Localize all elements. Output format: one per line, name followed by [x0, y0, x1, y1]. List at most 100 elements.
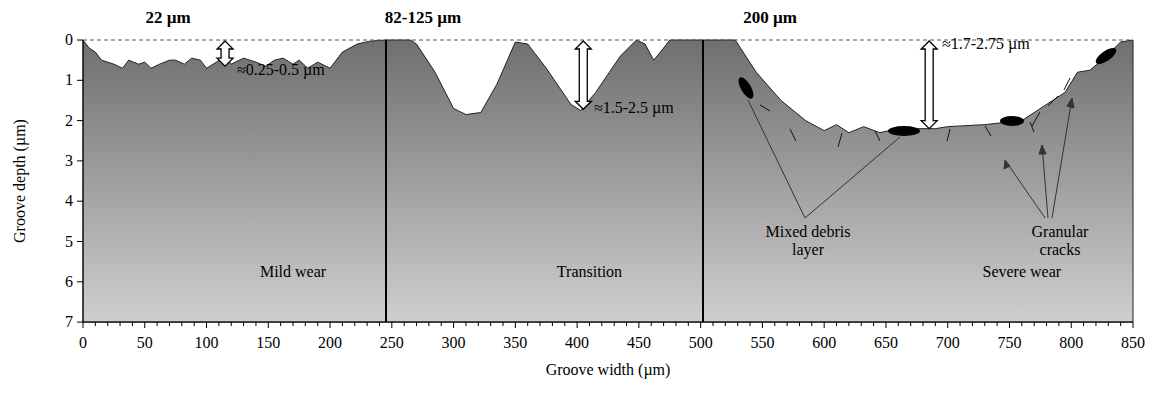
axis-tick	[77, 160, 83, 161]
size-title: 22 µm	[145, 9, 190, 28]
axis-tick	[1046, 322, 1047, 326]
axis-tick	[552, 322, 553, 326]
axis-tick	[898, 322, 899, 326]
axis-tick	[478, 322, 479, 326]
axis-tick	[280, 322, 281, 326]
tick-label: 750	[997, 334, 1021, 352]
axis-tick	[750, 322, 751, 326]
tick-label: 250	[380, 334, 404, 352]
axis-tick	[885, 322, 886, 328]
axis-tick	[824, 322, 825, 328]
tick-label: 550	[750, 334, 774, 352]
axis-tick	[330, 322, 331, 328]
axis-tick	[77, 322, 83, 323]
axis-tick	[923, 322, 924, 326]
tick-label: 650	[874, 334, 898, 352]
axis-tick	[848, 322, 849, 326]
tick-label: 800	[1059, 334, 1083, 352]
axis-tick	[564, 322, 565, 326]
tick-label: 1	[65, 72, 73, 90]
axis-tick	[181, 322, 182, 326]
region-divider	[702, 40, 704, 322]
axis-tick	[1120, 322, 1121, 326]
axis-tick	[651, 322, 652, 326]
axis-tick	[972, 322, 973, 326]
size-title: 82-125 µm	[385, 9, 461, 28]
axis-tick	[503, 322, 504, 326]
tick-label: 7	[65, 313, 73, 331]
axis-tick	[688, 322, 689, 326]
axis-tick	[1083, 322, 1084, 326]
depth-arrow	[217, 41, 233, 66]
axis-tick	[465, 322, 466, 326]
axis-title: Groove depth (µm)	[11, 119, 29, 243]
axis-tick	[713, 322, 714, 326]
axis-tick	[1095, 322, 1096, 326]
axis-tick	[997, 322, 998, 326]
tick-label: 200	[318, 334, 342, 352]
axis-tick	[601, 322, 602, 326]
axis-tick	[873, 322, 874, 326]
axis-tick	[218, 322, 219, 326]
axis-tick	[77, 80, 83, 81]
axis-tick	[453, 322, 454, 328]
axis-tick	[255, 322, 256, 326]
axis-tick	[774, 322, 775, 326]
axis-tick	[95, 322, 96, 326]
axes	[77, 40, 1133, 328]
axis-tick	[700, 322, 701, 328]
tick-label: 400	[565, 334, 589, 352]
axis-tick	[404, 322, 405, 326]
axis-tick	[1071, 322, 1072, 328]
axis-tick	[367, 322, 368, 326]
tick-label: 350	[503, 334, 527, 352]
depth-dimension: ≈1.5-2.5 µm	[594, 99, 674, 117]
axis-tick	[120, 322, 121, 326]
axis-tick	[490, 322, 491, 326]
tick-label: 4	[65, 192, 73, 210]
axis-tick	[910, 322, 911, 326]
axis-tick	[293, 322, 294, 326]
axis-tick	[762, 322, 763, 328]
callout-label: Mixed debris layer	[762, 223, 854, 258]
axis-tick	[577, 322, 578, 328]
depth-arrows	[217, 41, 937, 129]
axis-tick	[861, 322, 862, 326]
axis-tick	[663, 322, 664, 326]
axis-tick	[614, 322, 615, 326]
axis-tick	[1034, 322, 1035, 326]
axis-tick	[169, 322, 170, 326]
axis-tick	[144, 322, 145, 328]
axis-tick	[527, 322, 528, 326]
axis-tick	[960, 322, 961, 326]
region-label: Mild wear	[260, 263, 326, 281]
axis-tick	[1021, 322, 1022, 326]
tick-label: 700	[936, 334, 960, 352]
axis-tick	[811, 322, 812, 326]
axis-tick	[725, 322, 726, 326]
axis-tick	[638, 322, 639, 328]
tick-label: 850	[1121, 334, 1145, 352]
axis-tick	[157, 322, 158, 326]
axis-tick	[1133, 322, 1134, 328]
axis-tick	[305, 322, 306, 326]
tick-label: 450	[627, 334, 651, 352]
axis-tick	[77, 241, 83, 242]
depth-arrow	[575, 41, 591, 109]
axis-tick	[947, 322, 948, 328]
depth-dimension: ≈0.25-0.5 µm	[237, 61, 325, 79]
depth-dimension: ≈1.7-2.75 µm	[942, 35, 1030, 53]
tick-label: 500	[689, 334, 713, 352]
axis-tick	[515, 322, 516, 328]
granular-cracks	[760, 78, 1070, 147]
axis-tick	[675, 322, 676, 326]
axis-tick	[379, 322, 380, 326]
axis-tick	[391, 322, 392, 328]
tick-label: 600	[812, 334, 836, 352]
axis-tick	[441, 322, 442, 326]
tick-label: 150	[256, 334, 280, 352]
region-divider	[385, 40, 387, 322]
axis-tick	[342, 322, 343, 326]
axis-tick	[540, 322, 541, 326]
axis-tick	[799, 322, 800, 326]
